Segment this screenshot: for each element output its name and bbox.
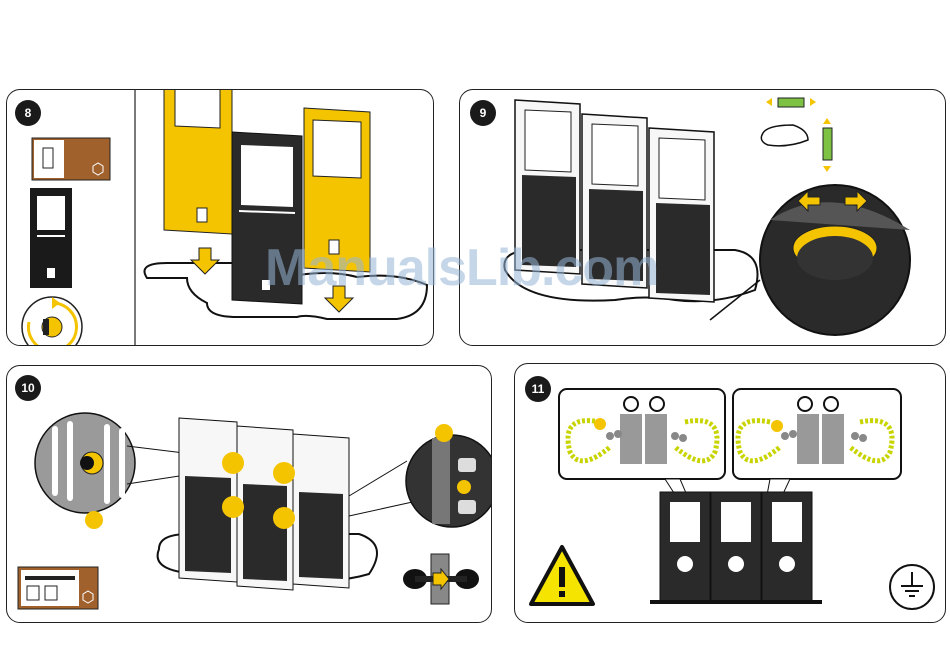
- rotate-icon: [22, 297, 82, 345]
- step-8-panel: 8: [6, 89, 434, 346]
- step-11-illustration: [515, 364, 945, 622]
- frame-row-rear: [650, 492, 822, 604]
- frame-row: [179, 418, 349, 590]
- step-11-panel: 11: [514, 363, 946, 623]
- step-9-illustration: [460, 90, 945, 345]
- step-8-illustration: [7, 90, 433, 345]
- ground-icon: [890, 565, 934, 609]
- connector-point: [273, 507, 295, 529]
- warning-icon: [531, 547, 593, 604]
- step-10-illustration: [7, 366, 491, 622]
- step-9-panel: 9: [459, 89, 946, 346]
- connector-point: [222, 452, 244, 474]
- bolt-through-frame-icon: [403, 554, 479, 604]
- room-card-icon: [32, 138, 110, 180]
- connector-point: [222, 496, 244, 518]
- connector-point: [273, 462, 295, 484]
- spirit-level-icon: [761, 98, 832, 172]
- frame-thumbnail: [30, 188, 72, 288]
- watermark: ManualsLib.com: [265, 238, 658, 298]
- connector-detail-right: [349, 424, 491, 527]
- room-card-icon: [18, 567, 98, 609]
- yellow-frame-left: [164, 90, 232, 234]
- step-10-panel: 10: [6, 365, 492, 623]
